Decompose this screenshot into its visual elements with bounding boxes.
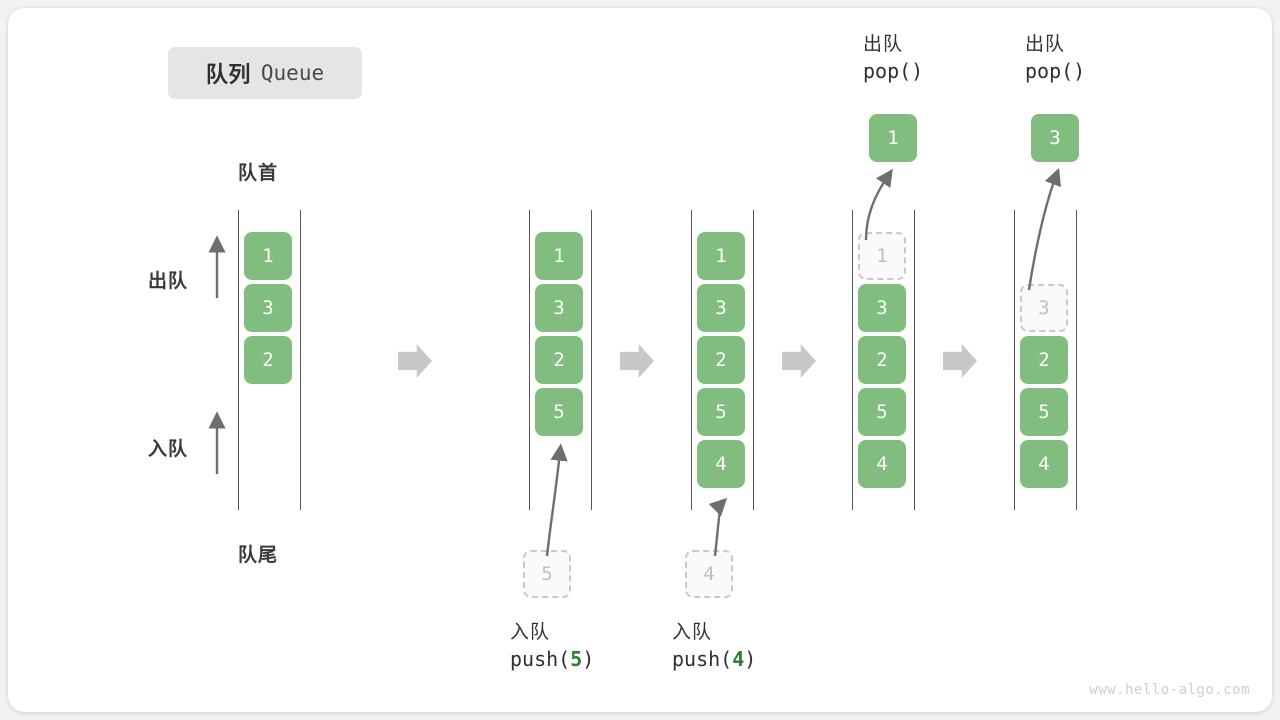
queue-element-1: 1 [697, 232, 745, 280]
incoming-element-4: 4 [685, 550, 733, 598]
popped-element-1: 1 [869, 114, 917, 162]
queue-rail-right [914, 210, 915, 510]
queue-rail-right [591, 210, 592, 510]
operation-label-cn: 出队 [863, 34, 904, 55]
operation-code: push(5) [510, 646, 595, 671]
queue-rail-left [1014, 210, 1015, 510]
queue-element-5: 5 [858, 388, 906, 436]
queue-element-4: 4 [1020, 440, 1068, 488]
queue-rail-left [529, 210, 530, 510]
operation-label-cn: 入队 [672, 622, 713, 643]
queue-element-2: 2 [858, 336, 906, 384]
queue-rail-left [691, 210, 692, 510]
incoming-element-5: 5 [523, 550, 571, 598]
queue-element-3: 3 [244, 284, 292, 332]
queue-element-5: 5 [535, 388, 583, 436]
operation-label-cn: 出队 [1025, 34, 1066, 55]
queue-rail-left [852, 210, 853, 510]
operation-caption-after-pop-1: 出队 pop() [863, 32, 923, 85]
enqueue-direction-label: 入队 [148, 439, 189, 460]
queue-element-1: 1 [244, 232, 292, 280]
queue-element-5: 5 [697, 388, 745, 436]
queue-element-3: 3 [697, 284, 745, 332]
queue-element-2: 2 [244, 336, 292, 384]
title-label-en: Queue [260, 61, 325, 85]
queue-element-5: 5 [1020, 388, 1068, 436]
queue-tail-label: 队尾 [238, 545, 279, 566]
queue-rail-right [300, 210, 301, 510]
queue-element-4: 4 [697, 440, 745, 488]
queue-element-2: 2 [697, 336, 745, 384]
queue-rail-right [1076, 210, 1077, 510]
operation-label-cn: 入队 [510, 622, 551, 643]
queue-element-2: 2 [1020, 336, 1068, 384]
queue-head-label: 队首 [238, 163, 279, 184]
queue-element-1: 1 [535, 232, 583, 280]
queue-rail-right [753, 210, 754, 510]
operation-argument: 5 [570, 646, 583, 671]
operation-code: push(4) [672, 646, 757, 671]
queue-element-ghost-1: 1 [858, 232, 906, 280]
operation-caption-after-push-5: 入队 push(5) [510, 620, 594, 673]
queue-element-ghost-3: 3 [1020, 284, 1068, 332]
queue-element-2: 2 [535, 336, 583, 384]
queue-element-4: 4 [858, 440, 906, 488]
popped-element-3: 3 [1031, 114, 1079, 162]
dequeue-direction-label: 出队 [148, 271, 189, 292]
watermark: www.hello-algo.com [1089, 682, 1250, 698]
operation-code: pop() [863, 58, 924, 83]
operation-caption-after-pop-3: 出队 pop() [1025, 32, 1085, 85]
operation-code: pop() [1025, 58, 1086, 83]
operation-caption-after-push-4: 入队 push(4) [672, 620, 756, 673]
title-label-cn: 队列 [205, 62, 251, 87]
queue-element-3: 3 [858, 284, 906, 332]
queue-rail-left [238, 210, 239, 510]
operation-argument: 4 [732, 646, 745, 671]
title-badge: 队列 Queue [168, 47, 362, 99]
diagram-card [8, 8, 1272, 712]
queue-element-3: 3 [535, 284, 583, 332]
